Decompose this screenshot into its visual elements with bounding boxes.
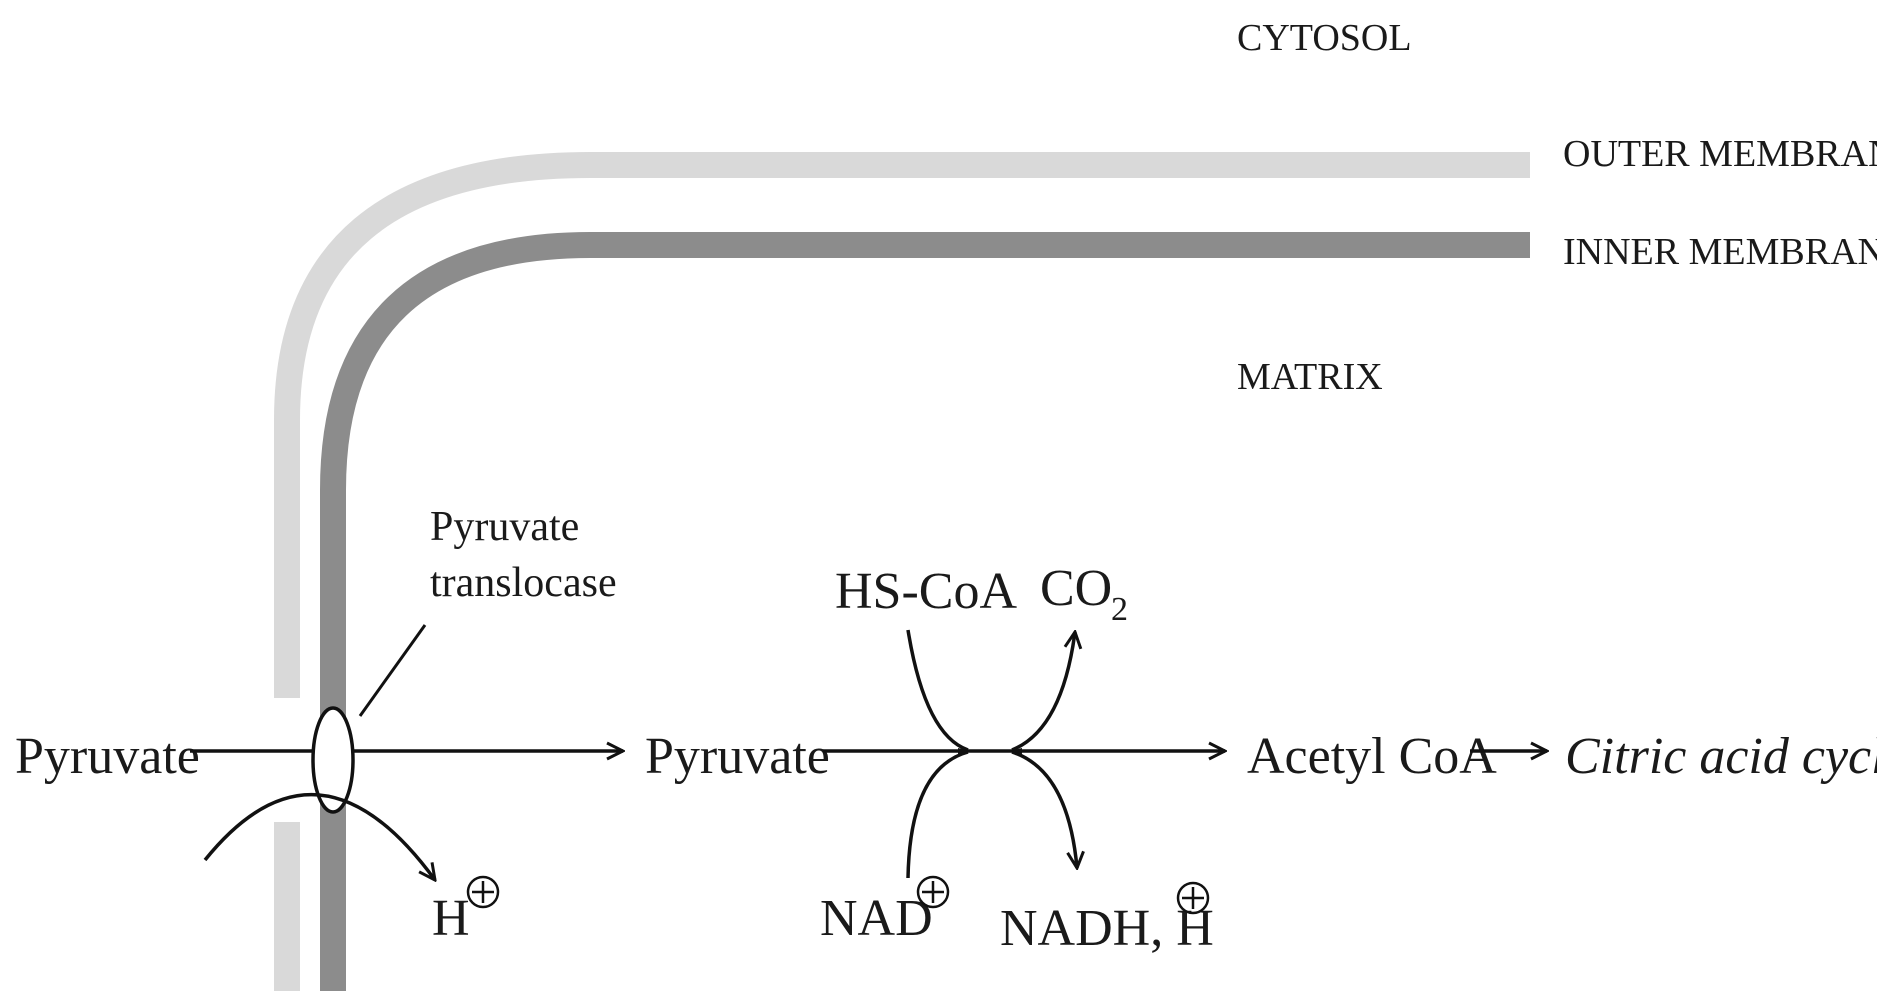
hs-coa-input-arrow: [906, 629, 969, 752]
nadh-h-charge-icon: [1176, 881, 1210, 915]
h-plus-label: H: [432, 890, 470, 947]
acetyl-coa-label: Acetyl CoA: [1247, 728, 1497, 785]
nad-charge-icon: [916, 875, 950, 909]
proton-cotransport-arrow: [203, 792, 435, 880]
pyruvate-matrix: Pyruvate: [645, 728, 830, 785]
outer-membrane-label: OUTER MEMBRANE: [1563, 133, 1877, 175]
nad-label: NAD: [820, 890, 933, 947]
pyruvate-translocase-oval: [311, 706, 355, 814]
pyruvate-cytosol: Pyruvate: [15, 728, 200, 785]
translocase-pointer: [358, 624, 427, 717]
co2-label: CO: [1040, 560, 1112, 617]
nadh-output-arrow: [1011, 750, 1077, 868]
nadh-h-label: NADH, H: [1000, 900, 1214, 957]
h-plus-charge-icon: [466, 875, 500, 909]
matrix-label: MATRIX: [1237, 356, 1383, 398]
hs-coa-label: HS-CoA: [835, 563, 1017, 620]
reaction-junction-right: [1010, 748, 1022, 754]
reaction-junction-left: [958, 748, 970, 754]
inner-membrane-label: INNER MEMBRANE: [1563, 231, 1877, 273]
nad-input-arrow: [906, 750, 969, 879]
translocase-label-line1: Pyruvate: [430, 504, 579, 550]
outer-membrane: [274, 152, 1530, 698]
co2-output-arrow: [1011, 632, 1075, 752]
translocase-label-line2: translocase: [430, 560, 617, 606]
citric-acid-cycle-label: Citric acid cycle: [1565, 728, 1877, 785]
inner-membrane: [320, 232, 1530, 991]
cytosol-label: CYTOSOL: [1237, 17, 1412, 59]
co2-subscript: 2: [1111, 591, 1128, 628]
